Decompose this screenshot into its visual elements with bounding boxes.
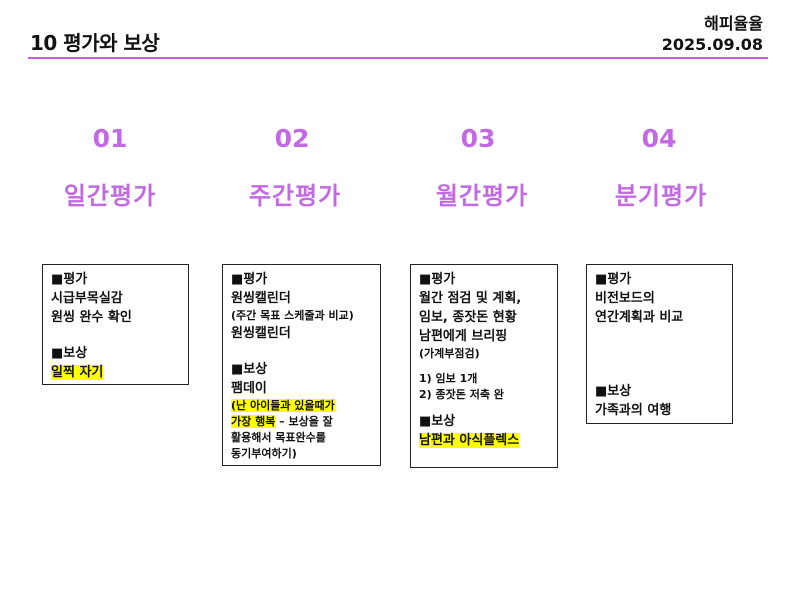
eval-heading: ■평가: [595, 272, 632, 287]
reward-text: 가족과의 여행: [595, 403, 672, 418]
eval-line: 원씽캘린더: [231, 291, 291, 306]
eval-heading: ■평가: [231, 272, 268, 287]
quarterly-card: ■평가 비전보드의 연간계획과 비교 ■보상 가족과의 여행: [586, 264, 733, 424]
column-number-monthly: 03: [460, 124, 496, 153]
eval-line: 시급부목실감: [51, 291, 123, 306]
list-item: 2) 종잣돈 저축 완: [419, 388, 504, 401]
eval-note: (주간 목표 스케줄과 비교): [231, 309, 354, 322]
reward-heading: ■보상: [231, 362, 268, 377]
reward-text: 남편과 아식플렉스: [419, 433, 520, 448]
reward-text: 활용해서 목표완수를: [231, 431, 326, 444]
eval-line: 임보, 종잣돈 현황: [419, 310, 517, 325]
reward-text: 동기부여하기): [231, 447, 297, 460]
reward-text: 일찍 자기: [51, 365, 104, 380]
column-label-quarterly: 분기평가: [614, 182, 708, 210]
reward-highlight: (난 아이들과 있을때가: [231, 399, 335, 412]
eval-heading: ■평가: [51, 272, 88, 287]
page-title: 10 평가와 보상: [30, 31, 160, 55]
eval-line: 연간계획과 비교: [595, 310, 684, 325]
reward-title: 팸데이: [231, 381, 267, 396]
reward-heading: ■보상: [419, 414, 456, 429]
reward-heading: ■보상: [595, 384, 632, 399]
column-number-daily: 01: [92, 124, 128, 153]
reward-heading: ■보상: [51, 346, 88, 361]
list-item: 1) 임보 1개: [419, 372, 478, 385]
brand-name: 해피율율: [704, 14, 763, 33]
eval-line: 남편에게 브리핑: [419, 329, 508, 344]
column-label-daily: 일간평가: [63, 182, 157, 210]
column-number-quarterly: 04: [641, 124, 677, 153]
header-date: 2025.09.08: [661, 35, 763, 54]
eval-line: 원씽캘린더: [231, 326, 291, 341]
weekly-card: ■평가 원씽캘린더 (주간 목표 스케줄과 비교) 원씽캘린더 ■보상 팸데이 …: [222, 264, 381, 466]
eval-heading: ■평가: [419, 272, 456, 287]
reward-highlight: 가장 행복: [231, 415, 276, 428]
column-number-weekly: 02: [274, 124, 310, 153]
eval-line: 월간 점검 및 계획,: [419, 291, 522, 306]
eval-line: 비전보드의: [595, 291, 655, 306]
header-brand-block: 해피율율 2025.09.08: [662, 13, 763, 55]
eval-note: (가계부점검): [419, 347, 480, 360]
column-label-weekly: 주간평가: [248, 182, 342, 210]
reward-text: – 보상을 잘: [275, 415, 333, 428]
eval-line: 원씽 완수 확인: [51, 310, 132, 325]
monthly-card: ■평가 월간 점검 및 계획, 임보, 종잣돈 현황 남편에게 브리핑 (가계부…: [410, 264, 558, 468]
header-divider: [28, 57, 768, 59]
daily-card: ■평가 시급부목실감 원씽 완수 확인 ■보상 일찍 자기: [42, 264, 189, 385]
column-label-monthly: 월간평가: [435, 182, 529, 210]
